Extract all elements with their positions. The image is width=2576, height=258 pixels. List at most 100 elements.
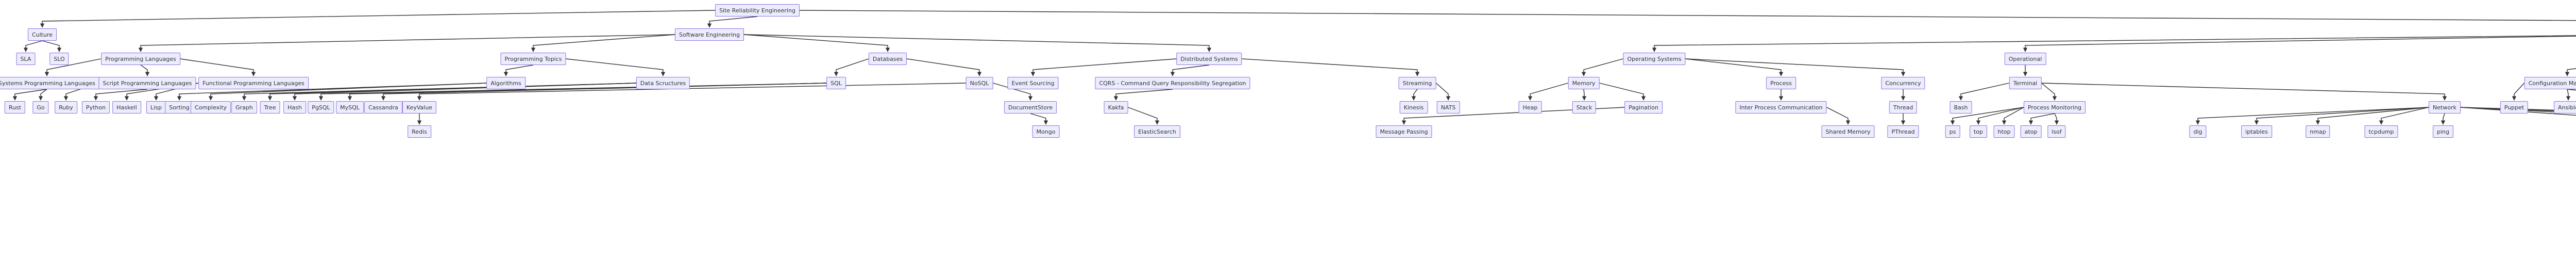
- node-label: Puppet: [2504, 104, 2524, 111]
- node-nosql[interactable]: NoSQL: [965, 77, 993, 89]
- node-dig[interactable]: dig: [2189, 125, 2207, 138]
- node-documentstore[interactable]: DocumentStore: [1004, 101, 1057, 114]
- node-distsys[interactable]: Distributed Systems: [1176, 53, 1242, 65]
- node-label: Inter Process Communication: [1739, 104, 1823, 111]
- node-os[interactable]: Operating Systems: [1623, 53, 1686, 65]
- node-label: Ruby: [59, 104, 73, 111]
- node-label: Heap: [1522, 104, 1538, 111]
- node-lisp[interactable]: Lisp: [146, 101, 166, 114]
- node-label: Hash: [287, 104, 302, 111]
- node-heap[interactable]: Heap: [1518, 101, 1542, 114]
- node-label: Algorithms: [490, 79, 521, 87]
- node-nmap[interactable]: nmap: [2306, 125, 2330, 138]
- node-label: Terminal: [2013, 79, 2038, 87]
- node-ipc[interactable]: Inter Process Communication: [1735, 101, 1827, 114]
- node-sre[interactable]: Site Reliability Engineering: [715, 4, 800, 17]
- node-haskell[interactable]: Haskell: [112, 101, 141, 114]
- node-thread[interactable]: Thread: [1889, 101, 1918, 114]
- node-syslang[interactable]: Systems Programming Languages: [0, 77, 99, 89]
- node-algorithms[interactable]: Algorithms: [486, 77, 526, 89]
- node-label: htop: [1997, 128, 2011, 135]
- node-label: Message Passing: [1380, 128, 1428, 135]
- node-pagination[interactable]: Pagination: [1624, 101, 1663, 114]
- node-label: Process Monitoring: [2027, 104, 2082, 111]
- node-sharedmemory[interactable]: Shared Memory: [1821, 125, 1875, 138]
- node-label: Process: [1770, 79, 1792, 87]
- node-memory[interactable]: Memory: [1568, 77, 1600, 89]
- node-label: NoSQL: [970, 79, 989, 87]
- node-label: Go: [37, 104, 45, 111]
- node-kakfa[interactable]: Kakfa: [1104, 101, 1128, 114]
- node-scriptlang[interactable]: Script Programming Languages: [98, 77, 196, 89]
- node-messagepassing[interactable]: Message Passing: [1376, 125, 1432, 138]
- node-complexity[interactable]: Complexity: [190, 101, 231, 114]
- node-cassandra[interactable]: Cassandra: [364, 101, 402, 114]
- node-network[interactable]: Network: [2429, 101, 2461, 114]
- node-sorting[interactable]: Sorting: [165, 101, 194, 114]
- node-cqrs[interactable]: CQRS - Command Query Responsibility Segr…: [1095, 77, 1250, 89]
- node-swe[interactable]: Software Engineering: [675, 28, 744, 41]
- node-label: Software Engineering: [679, 31, 740, 38]
- node-go[interactable]: Go: [32, 101, 49, 114]
- node-streaming[interactable]: Streaming: [1398, 77, 1436, 89]
- node-slo[interactable]: SLO: [49, 53, 69, 65]
- node-mongo[interactable]: Mongo: [1032, 125, 1060, 138]
- node-configmgmt[interactable]: Configuration Management: [2524, 77, 2576, 89]
- node-keyvalue[interactable]: KeyValue: [402, 101, 437, 114]
- node-elasticsearch[interactable]: ElasticSearch: [1134, 125, 1180, 138]
- node-processmonitoring[interactable]: Process Monitoring: [2023, 101, 2086, 114]
- node-htop[interactable]: htop: [1993, 125, 2015, 138]
- node-label: Network: [2433, 104, 2456, 111]
- node-label: Redis: [412, 128, 427, 135]
- node-tree[interactable]: Tree: [260, 101, 280, 114]
- node-funclang[interactable]: Functional Programming Languages: [198, 77, 309, 89]
- node-sla[interactable]: SLA: [16, 53, 36, 65]
- node-iptables[interactable]: iptables: [2241, 125, 2272, 138]
- node-mysql[interactable]: MySQL: [336, 101, 364, 114]
- node-pgsql[interactable]: PgSQL: [308, 101, 334, 114]
- node-kinesis[interactable]: Kinesis: [1399, 101, 1428, 114]
- node-ps[interactable]: ps: [1945, 125, 1960, 138]
- node-proglang[interactable]: Programming Languages: [101, 53, 180, 65]
- node-label: PgSQL: [312, 104, 330, 111]
- node-pthread[interactable]: PThread: [1887, 125, 1919, 138]
- node-lsof[interactable]: lsof: [2047, 125, 2066, 138]
- node-puppet[interactable]: Puppet: [2500, 101, 2529, 114]
- node-atop[interactable]: atop: [2020, 125, 2042, 138]
- node-graph[interactable]: Graph: [231, 101, 257, 114]
- node-process[interactable]: Process: [1766, 77, 1796, 89]
- node-terminal[interactable]: Terminal: [2009, 77, 2042, 89]
- node-label: Bash: [1954, 104, 1968, 111]
- node-datastructures[interactable]: Data Scructures: [636, 77, 690, 89]
- node-top[interactable]: top: [1969, 125, 1988, 138]
- node-label: tcpdump: [2368, 128, 2394, 135]
- node-concurrency[interactable]: Concurrency: [1881, 77, 1925, 89]
- node-label: Cassandra: [368, 104, 398, 111]
- node-label: iptables: [2245, 128, 2268, 135]
- node-stack[interactable]: Stack: [1572, 101, 1597, 114]
- node-python[interactable]: Python: [81, 101, 110, 114]
- node-ansible[interactable]: Ansible: [2553, 101, 2576, 114]
- node-rust[interactable]: Rust: [4, 101, 26, 114]
- node-label: top: [1973, 128, 1984, 135]
- node-label: Concurrency: [1885, 79, 1921, 87]
- node-label: Script Programming Languages: [103, 79, 192, 87]
- node-operational[interactable]: Operational: [2004, 53, 2046, 65]
- node-bash[interactable]: Bash: [1950, 101, 1972, 114]
- node-ping[interactable]: ping: [2433, 125, 2453, 138]
- node-label: Haskell: [116, 104, 137, 111]
- node-progtopics[interactable]: Programming Topics: [500, 53, 566, 65]
- node-databases[interactable]: Databases: [868, 53, 907, 65]
- node-sql[interactable]: SQL: [826, 77, 846, 89]
- node-hash[interactable]: Hash: [283, 101, 306, 114]
- node-eventsourcing[interactable]: Event Sourcing: [1007, 77, 1059, 89]
- node-label: Operational: [2008, 55, 2042, 62]
- node-culture[interactable]: Culture: [27, 28, 57, 41]
- node-tcpdump[interactable]: tcpdump: [2364, 125, 2398, 138]
- node-nats[interactable]: NATS: [1436, 101, 1460, 114]
- node-ruby[interactable]: Ruby: [55, 101, 77, 114]
- node-label: Functional Programming Languages: [202, 79, 304, 87]
- node-redis[interactable]: Redis: [408, 125, 431, 138]
- node-label: Pagination: [1629, 104, 1658, 111]
